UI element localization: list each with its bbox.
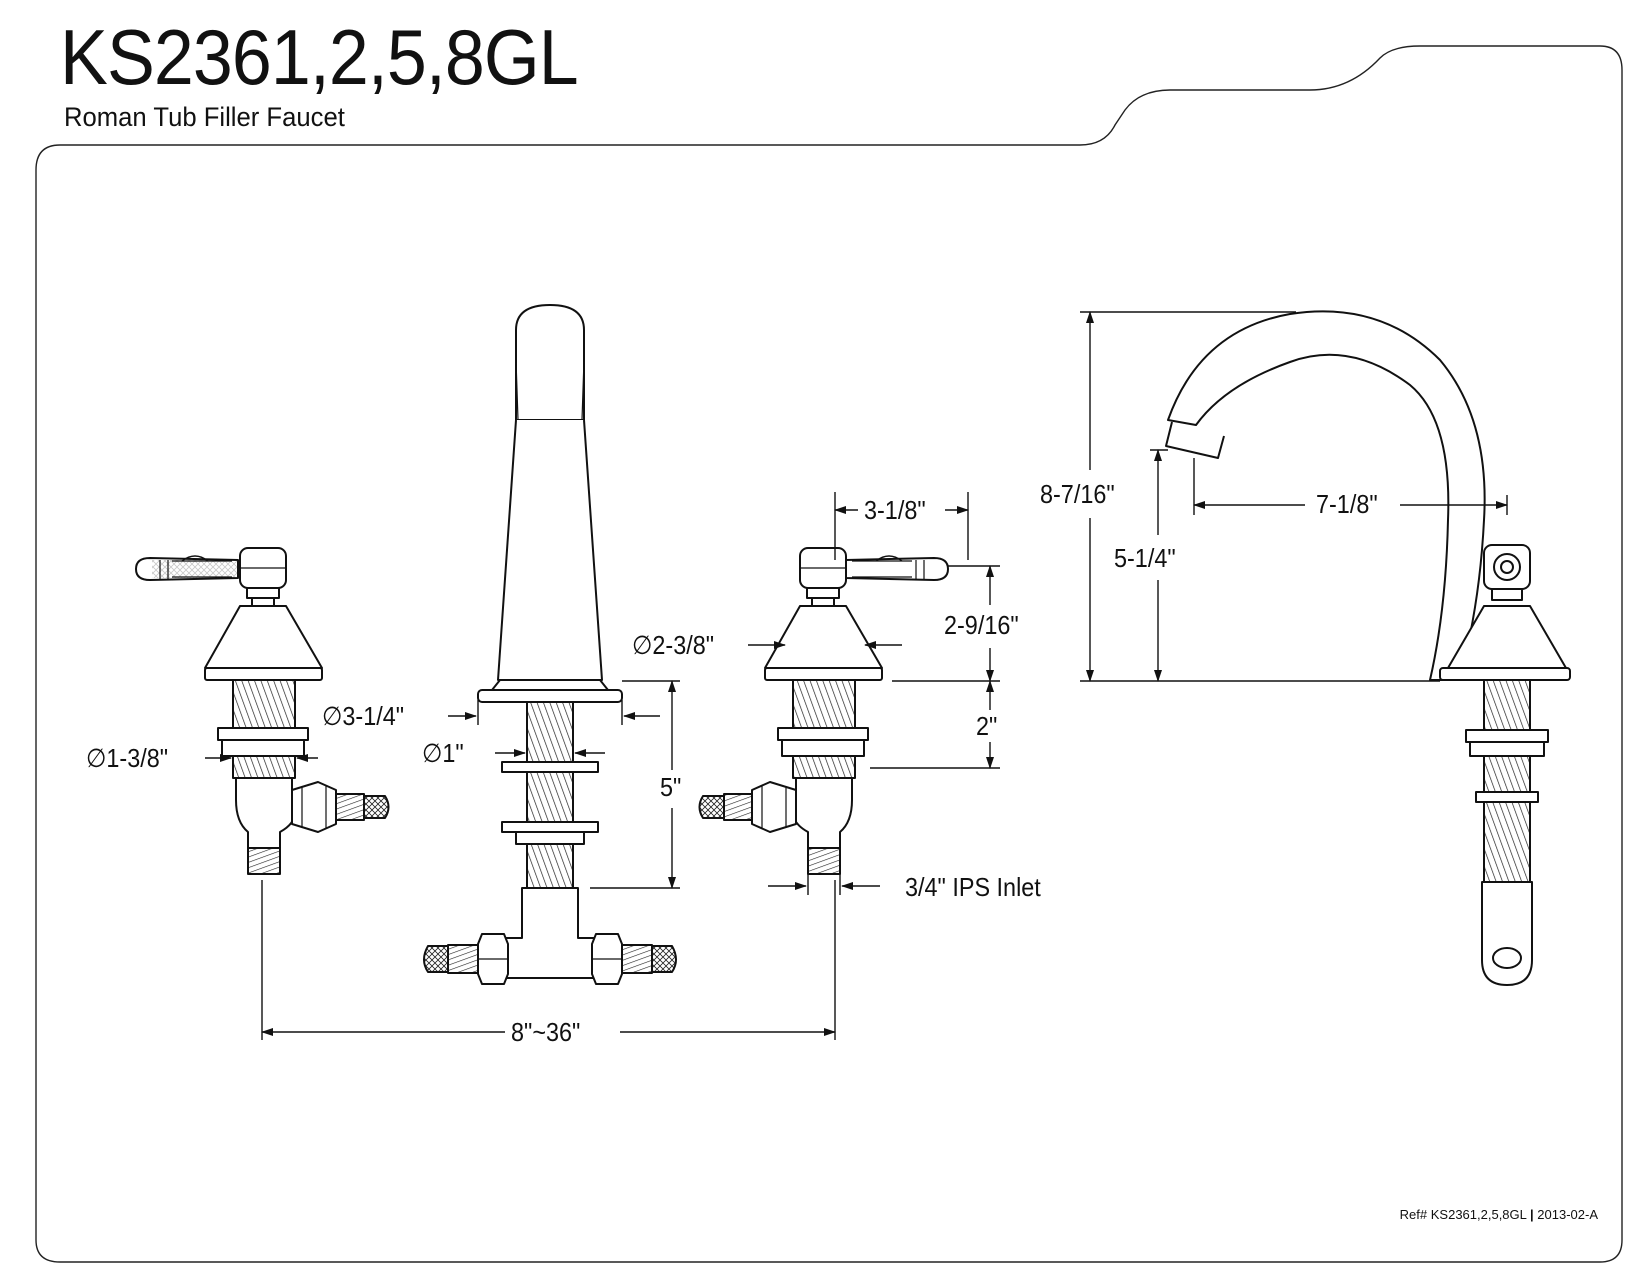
model-title: KS2361,2,5,8GL <box>60 13 579 101</box>
dim-handle-height: 2-9/16" <box>944 610 1019 640</box>
reference-footer: Ref# KS2361,2,5,8GL | 2013-02-A <box>1400 1208 1598 1221</box>
dim-spout-height: 5-1/4" <box>1114 543 1176 573</box>
diameter-symbol: ∅ <box>632 630 653 660</box>
dim-spread: 8"~36" <box>511 1017 581 1047</box>
dim-valve-shank-length: 2" <box>976 711 998 741</box>
dim-inlet: 3/4" IPS Inlet <box>905 872 1041 902</box>
right-valve <box>700 548 949 874</box>
ref-separator: | <box>1530 1207 1534 1222</box>
dim-escutcheon-diameter: ∅2-3/8" <box>632 630 715 660</box>
dim-shank-length: 5" <box>660 772 682 802</box>
revision-code: 2013-02-A <box>1537 1207 1598 1222</box>
dim-spout-reach: 7-1/8" <box>1316 489 1378 519</box>
dim-handle-length: 3-1/8" <box>864 495 926 525</box>
product-subtitle: Roman Tub Filler Faucet <box>64 102 345 132</box>
left-valve <box>136 548 389 874</box>
sheet-frame <box>36 46 1622 1262</box>
center-spout-front <box>424 305 676 984</box>
diameter-symbol: ∅ <box>322 701 343 731</box>
ref-number: Ref# KS2361,2,5,8GL <box>1399 1207 1527 1222</box>
dim-overall-height: 8-7/16" <box>1040 479 1115 509</box>
dim-spout-base-diameter: ∅3-1/4" <box>322 701 405 731</box>
dim-shank-diameter: ∅1" <box>422 738 464 768</box>
diameter-symbol: ∅ <box>422 738 443 768</box>
diameter-symbol: ∅ <box>86 743 107 773</box>
dim-valve-shank-diameter: ∅1-3/8" <box>86 743 169 773</box>
side-spout <box>1166 311 1570 985</box>
